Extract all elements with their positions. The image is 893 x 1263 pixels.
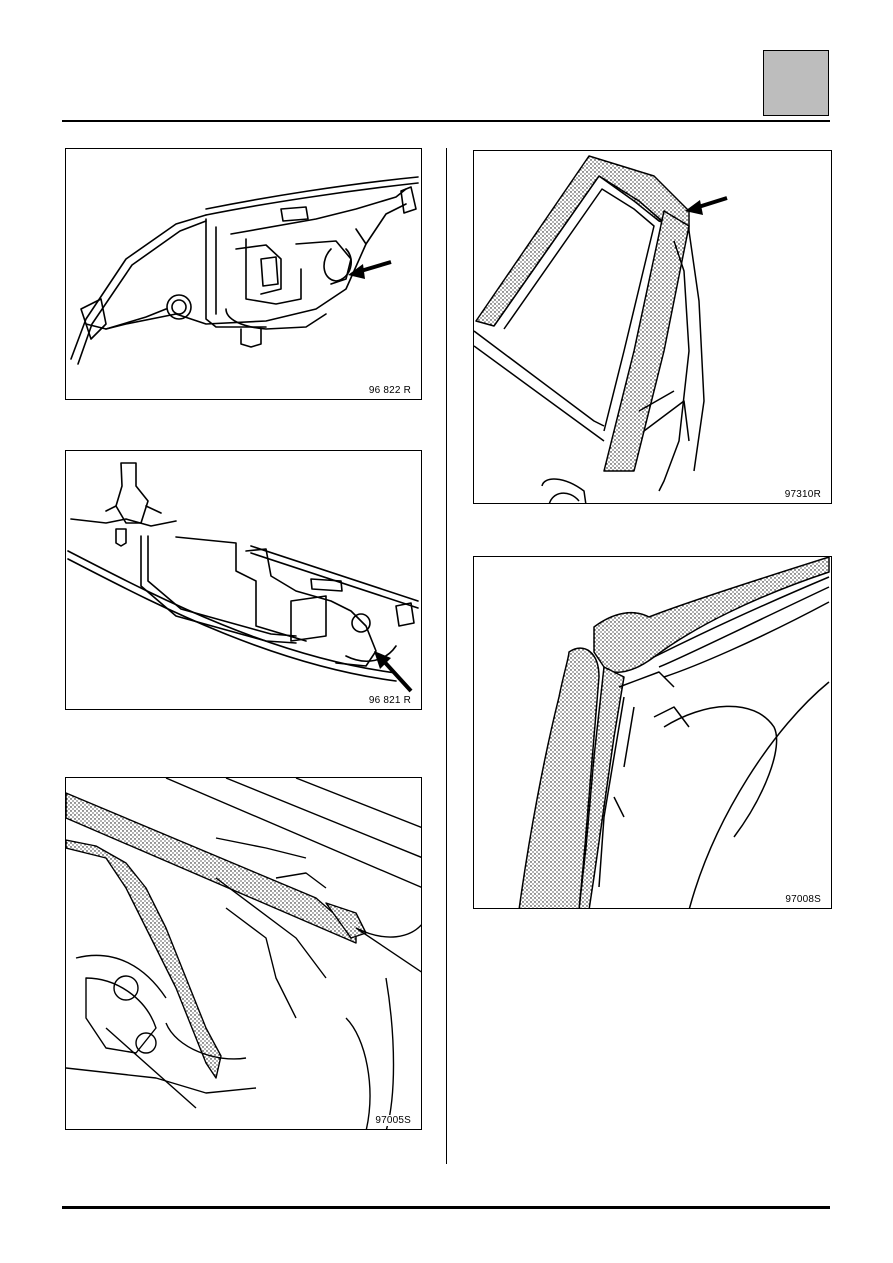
figure-96821R: 96 821 R (65, 450, 422, 710)
figure-97310R-drawing (474, 155, 728, 503)
figure-97005S: 97005S (65, 777, 422, 1130)
figure-97008S-drawing (518, 557, 830, 908)
header-rule (62, 120, 830, 122)
figure-label: 97310R (783, 489, 822, 500)
footer-rule (62, 1206, 830, 1209)
figure-96822R-drawing (70, 176, 419, 365)
figure-96822R: 96 822 R (65, 148, 422, 400)
figure-label: 96 821 R (367, 695, 412, 706)
figure-97005S-drawing (66, 778, 421, 1129)
section-tab (763, 50, 829, 116)
figure-label: 97005S (374, 1115, 412, 1126)
figure-label: 96 822 R (367, 385, 412, 396)
figure-label: 97008S (784, 894, 822, 905)
column-divider (446, 148, 447, 1164)
figure-97008S: 97008S (473, 556, 832, 909)
figure-97310R: 97310R (473, 150, 832, 504)
figure-96821R-drawing (67, 462, 419, 693)
